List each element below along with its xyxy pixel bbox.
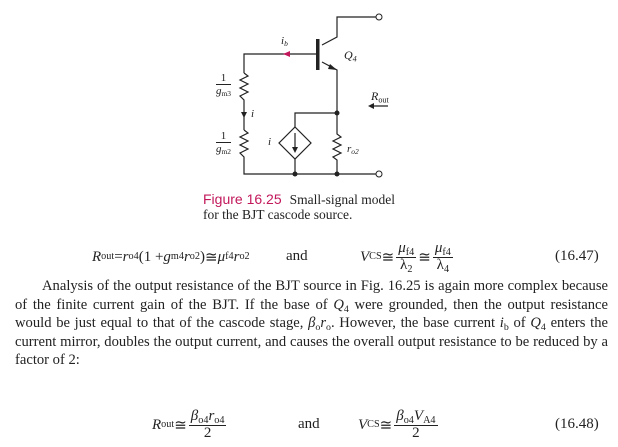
- resistor-gm3: [238, 72, 250, 130]
- node-dot: [334, 171, 340, 177]
- eq-16-48-and: and: [298, 416, 320, 432]
- base-bar: [316, 39, 320, 70]
- label-i-branch: i: [251, 108, 255, 120]
- label-rout: Rout: [371, 89, 389, 105]
- resistor-gm2: [238, 129, 376, 175]
- output-terminal-top: [375, 13, 383, 21]
- emitter-arrow-icon: [328, 64, 337, 70]
- current-arrow-icon: [241, 112, 247, 118]
- eq-16-47-and: and: [286, 248, 308, 264]
- label-i-source: i: [268, 136, 272, 148]
- base-wire: [243, 53, 318, 73]
- source-top-wire: [294, 112, 337, 127]
- cascode-circuit-diagram: [238, 13, 388, 178]
- resistor-ro2: [331, 113, 343, 174]
- output-terminal-bottom: [375, 170, 383, 178]
- label-q4: Q4: [344, 48, 357, 64]
- label-ib: ib: [281, 35, 288, 49]
- label-ro2: ro2: [347, 143, 359, 157]
- equation-number-16-48: (16.48): [555, 416, 599, 432]
- ib-arrow-icon: [283, 51, 290, 57]
- figure-number: Figure 16.25: [203, 191, 282, 207]
- collector-wire: [321, 16, 376, 46]
- equation-number-16-47: (16.47): [555, 248, 599, 264]
- node-dot: [292, 171, 298, 177]
- node-dot: [334, 110, 340, 116]
- body-paragraph: Analysis of the output resistance of the…: [15, 278, 609, 369]
